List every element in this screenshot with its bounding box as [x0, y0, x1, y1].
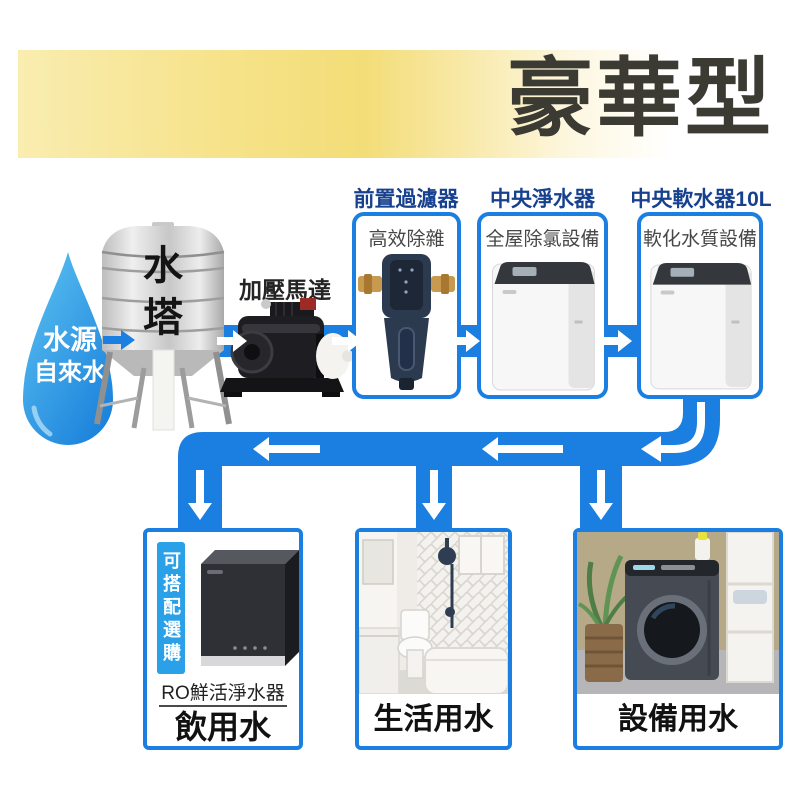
down-flow-arrow-icons: [188, 470, 613, 520]
header-banner: [18, 50, 787, 158]
stage-1-title: 前置過濾器: [353, 188, 459, 211]
living-water-label: 生活用水: [373, 703, 494, 736]
arrow-source-to-tower: [103, 330, 135, 350]
stage-2-title: 中央淨水器: [490, 188, 595, 211]
right-flow-arrow-icons: [217, 330, 632, 352]
prefilter-product: [358, 254, 455, 390]
stage-1-subtitle: 高效除雜: [368, 229, 445, 250]
purifier-product: [492, 262, 595, 391]
equipment-water-label: 設備用水: [618, 703, 738, 736]
water-source-label-line2: 自來水: [34, 359, 106, 386]
stage-box-purifier: 全屋除氯設備: [477, 212, 608, 399]
stage-3-subtitle: 軟化水質設備: [642, 229, 757, 250]
ro-purifier-product: [201, 550, 299, 666]
flow-arrows: [103, 330, 632, 352]
distribution-pipe: [178, 395, 720, 530]
stage-3-title: 中央軟水器10L: [630, 188, 772, 211]
stage-2-subtitle: 全屋除氯設備: [485, 229, 600, 250]
water-tower-label: 水塔: [137, 244, 181, 348]
washing-machine-photo: [577, 532, 779, 694]
water-drop-icon: [23, 252, 113, 445]
stage-box-softener: 軟化水質設備: [637, 212, 763, 399]
output-box-living: 生活用水: [355, 528, 512, 750]
output-box-drinking: 可搭配選購 RO鮮活淨水器 飲用水: [143, 528, 303, 750]
optional-purchase-tag: 可搭配選購: [157, 542, 185, 674]
stage-box-prefilter: 高效除雜: [352, 212, 461, 399]
softener-product: [650, 263, 752, 390]
bend-flow-arrow-icon: [641, 402, 705, 462]
bathroom-photo: [359, 532, 508, 694]
water-source-label-line1: 水源: [43, 325, 97, 355]
drinking-water-label: 飲用水: [174, 709, 271, 745]
ro-product-name: RO鮮活淨水器: [147, 678, 299, 707]
left-flow-arrow-icons: [253, 437, 563, 461]
page-title: 豪華型: [507, 51, 774, 147]
output-box-equipment: 設備用水: [573, 528, 783, 750]
